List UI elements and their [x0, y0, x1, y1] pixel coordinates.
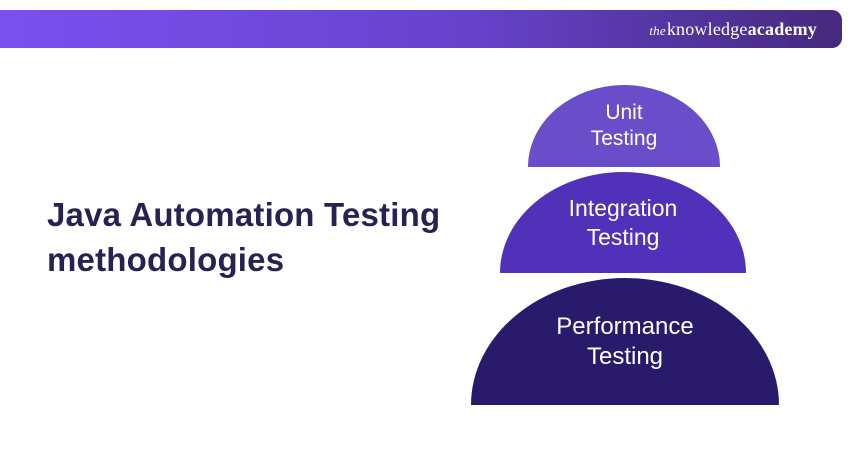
page-title: Java Automation Testing methodologies — [47, 192, 440, 282]
dome-performance-testing-label-line1: Performance — [556, 312, 694, 340]
brand-logo-the: the — [649, 22, 666, 38]
page-title-line2: methodologies — [47, 241, 285, 278]
dome-unit-testing-label-line1: Unit — [605, 101, 643, 124]
dome-performance-testing: Performance Testing — [471, 278, 779, 405]
dome-integration-testing-label-line2: Testing — [586, 223, 660, 250]
header-bar: theknowledgeacademy — [0, 10, 842, 48]
page-title-line1: Java Automation Testing — [47, 196, 441, 233]
dome-integration-testing: Integration Testing — [500, 172, 746, 273]
brand-logo: theknowledgeacademy — [649, 19, 817, 40]
dome-integration-testing-label-line1: Integration — [568, 194, 678, 221]
dome-performance-testing-label-line2: Testing — [586, 342, 664, 370]
brand-logo-knowledge: knowledge — [666, 18, 748, 39]
dome-unit-testing-label-line2: Testing — [590, 127, 658, 150]
brand-logo-academy: academy — [747, 18, 817, 39]
dome-unit-testing: Unit Testing — [528, 85, 720, 167]
